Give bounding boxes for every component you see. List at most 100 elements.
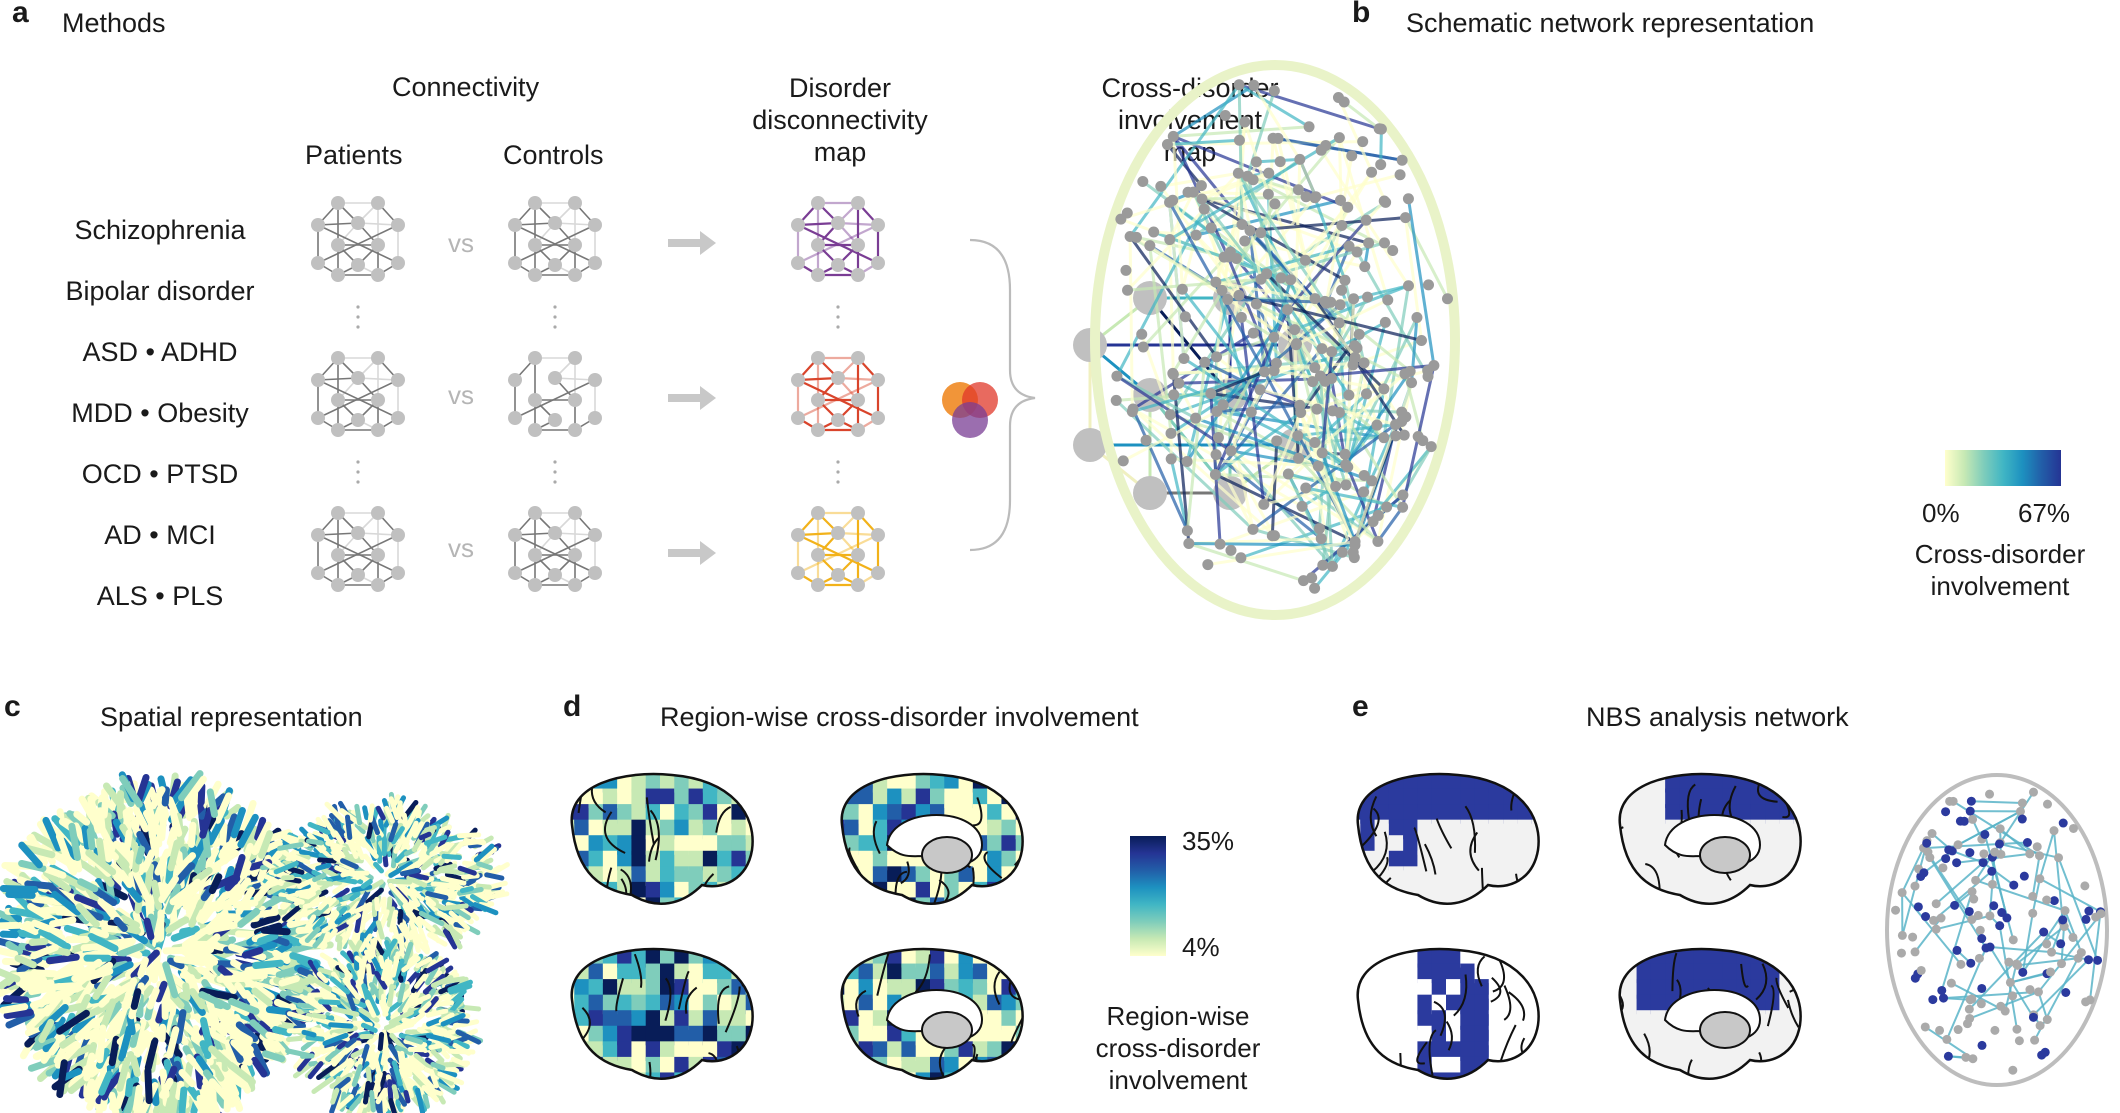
brain-parcel <box>1357 949 1365 968</box>
nbs-node <box>1977 983 1987 993</box>
tract-fiber <box>21 979 55 991</box>
nbs-node <box>2035 1021 2045 1031</box>
brain-parcel <box>1779 774 1798 793</box>
network-node <box>1378 195 1390 207</box>
brain-parcel <box>1357 1056 1365 1077</box>
nbs-node <box>1968 1054 1978 1064</box>
tract-fiber <box>96 1024 107 1064</box>
network-node <box>1309 293 1321 305</box>
network-node <box>1346 150 1358 162</box>
network-node <box>528 423 542 437</box>
network-node <box>1202 559 1214 571</box>
brain-parcel <box>1531 949 1539 968</box>
brain-parcel <box>1531 1056 1539 1077</box>
nbs-node <box>2028 891 2038 901</box>
tract-fiber <box>169 1093 179 1113</box>
ellipsis-dot <box>356 480 360 484</box>
network-node <box>371 268 385 282</box>
tract-fiber <box>251 987 273 1007</box>
network-node <box>548 371 562 385</box>
nbs-node <box>1977 1040 1987 1050</box>
ellipsis-dot <box>836 480 840 484</box>
network-node <box>1268 331 1280 343</box>
network-node <box>508 218 522 232</box>
network-node <box>811 393 825 407</box>
network-node <box>1307 376 1319 388</box>
brain-parcel <box>1503 1072 1522 1079</box>
tract-fiber <box>241 947 264 959</box>
disorder-map-heading-line3: map <box>813 137 867 167</box>
network-node <box>1316 343 1328 355</box>
network-node <box>1348 552 1360 564</box>
brain-surface <box>1357 949 1539 1079</box>
network-node <box>528 268 542 282</box>
network-node <box>1358 469 1370 481</box>
network-node <box>1262 188 1274 200</box>
nbs-node <box>1935 1025 1945 1035</box>
tract-fiber <box>5 1011 35 1029</box>
brain-parcel <box>1779 1056 1798 1077</box>
brain-parcel <box>1619 774 1627 793</box>
brain-parcel <box>1357 774 1365 793</box>
brain-parcel <box>1793 897 1801 904</box>
nbs-node <box>2058 818 2068 828</box>
network-node <box>1219 110 1231 122</box>
network-node <box>1195 180 1207 192</box>
tract-fiber <box>112 1049 123 1068</box>
network-node <box>1353 328 1365 340</box>
tract-fiber <box>68 822 82 861</box>
network-node <box>331 548 345 562</box>
tract-fiber <box>219 822 228 846</box>
network-glyph <box>791 506 885 592</box>
network-node <box>1381 501 1393 513</box>
brain-parcel <box>1531 881 1539 902</box>
tract-fiber <box>130 988 142 1010</box>
network-edge <box>1215 280 1323 350</box>
network-edge <box>1344 370 1412 466</box>
nbs-node <box>1913 902 1923 912</box>
network-edge <box>1262 411 1303 505</box>
network-edge <box>317 379 399 419</box>
network-node <box>1216 284 1228 296</box>
tract-fiber <box>173 882 203 910</box>
network-node <box>588 411 602 425</box>
network-node <box>391 256 405 270</box>
ellipsis-dot <box>836 470 840 474</box>
network-edge <box>1304 171 1373 262</box>
network-node <box>831 258 845 272</box>
tract-fiber <box>227 1062 256 1086</box>
nbs-node <box>1928 995 1938 1005</box>
network-node <box>351 413 365 427</box>
nbs-node <box>2081 914 2091 924</box>
network-node <box>871 218 885 232</box>
tract-fiber <box>32 1037 57 1051</box>
nbs-node <box>2015 806 2025 816</box>
tract-fiber <box>363 853 377 870</box>
network-edge <box>797 534 879 574</box>
network-node <box>1140 434 1152 446</box>
brain-parcel <box>1779 881 1798 902</box>
network-node <box>1122 284 1134 296</box>
network-node <box>1320 139 1332 151</box>
tract-fiber <box>118 1024 134 1062</box>
tract-fiber <box>249 1019 271 1039</box>
network-node <box>811 506 825 520</box>
nbs-node <box>1931 924 1941 934</box>
ellipsis-dot <box>553 325 557 329</box>
brain-parcel <box>1531 788 1539 809</box>
cross-map-heading-line2: involvement <box>1117 105 1263 135</box>
network-node <box>1111 370 1123 382</box>
network-edge <box>1238 83 1380 131</box>
tract-fiber <box>81 824 91 850</box>
tract-fiber <box>169 878 202 906</box>
ellipsis-dot <box>836 325 840 329</box>
panel-title-b: Schematic network representation <box>1406 8 1815 38</box>
network-node <box>1422 370 1434 382</box>
network-node <box>1297 575 1309 587</box>
network-node <box>1333 132 1345 144</box>
nbs-node <box>1897 888 1907 898</box>
nbs-node <box>2035 874 2045 884</box>
network-node <box>811 268 825 282</box>
tract-fiber <box>222 813 238 843</box>
brain-sulcus <box>1520 1049 1534 1079</box>
